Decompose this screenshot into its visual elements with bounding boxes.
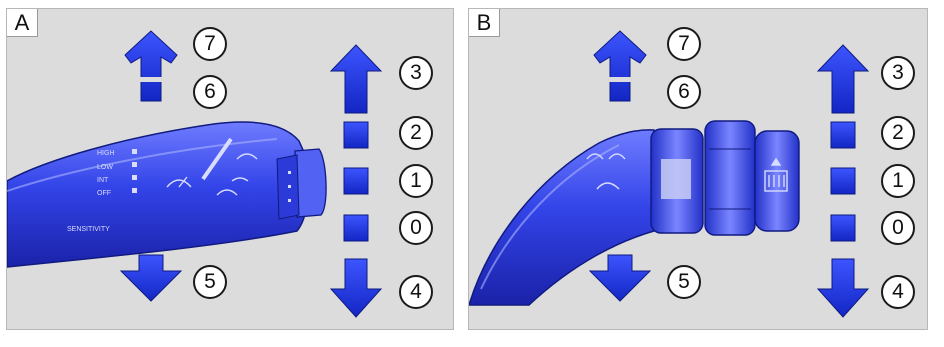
down-arrow-icon bbox=[329, 258, 383, 318]
svg-text:SENSITIVITY: SENSITIVITY bbox=[67, 226, 110, 233]
position-square-icon bbox=[830, 167, 856, 195]
svg-text:HIGH: HIGH bbox=[97, 150, 115, 157]
svg-text:OFF: OFF bbox=[97, 190, 111, 197]
marker-7: 7 bbox=[667, 27, 701, 61]
up-arrow-icon bbox=[124, 30, 178, 102]
panel-a: A HIGH LOW INT OFF bbox=[6, 8, 454, 330]
up-arrow-icon bbox=[816, 44, 870, 114]
panel-b-artwork bbox=[469, 30, 870, 318]
up-arrow-icon bbox=[329, 44, 383, 114]
marker-0: 0 bbox=[399, 211, 433, 245]
down-arrow-icon bbox=[588, 254, 652, 302]
position-square-icon bbox=[830, 121, 856, 149]
down-arrow-icon bbox=[119, 254, 183, 302]
wiper-stalk: HIGH LOW INT OFF SENSITIVITY bbox=[7, 121, 327, 268]
marker-2: 2 bbox=[399, 116, 433, 150]
position-square-icon bbox=[343, 121, 369, 149]
marker-3: 3 bbox=[399, 56, 433, 90]
wiper-symbol-icon bbox=[166, 137, 258, 196]
panel-letter-b: B bbox=[469, 9, 500, 37]
rear-wiper-icon bbox=[586, 153, 788, 192]
up-arrow-icon bbox=[593, 30, 647, 102]
marker-1: 1 bbox=[399, 164, 433, 198]
panel-b: B bbox=[468, 8, 928, 330]
marker-0: 0 bbox=[881, 211, 915, 245]
marker-4: 4 bbox=[881, 275, 915, 309]
marker-4: 4 bbox=[399, 275, 433, 309]
marker-5: 5 bbox=[193, 265, 227, 299]
marker-1: 1 bbox=[881, 164, 915, 198]
position-square-icon bbox=[343, 167, 369, 195]
marker-7: 7 bbox=[193, 27, 227, 61]
position-square-icon bbox=[343, 214, 369, 242]
svg-text:INT: INT bbox=[97, 177, 109, 184]
svg-text:LOW: LOW bbox=[97, 164, 113, 171]
marker-3: 3 bbox=[881, 56, 915, 90]
panel-a-artwork: HIGH LOW INT OFF SENSITIVITY bbox=[7, 30, 383, 318]
panel-letter-a: A bbox=[7, 9, 38, 37]
marker-2: 2 bbox=[881, 116, 915, 150]
marker-5: 5 bbox=[667, 265, 701, 299]
position-square-icon bbox=[830, 214, 856, 242]
marker-6: 6 bbox=[667, 75, 701, 109]
marker-6: 6 bbox=[193, 75, 227, 109]
wiper-stalk bbox=[469, 120, 800, 306]
down-arrow-icon bbox=[816, 258, 870, 318]
